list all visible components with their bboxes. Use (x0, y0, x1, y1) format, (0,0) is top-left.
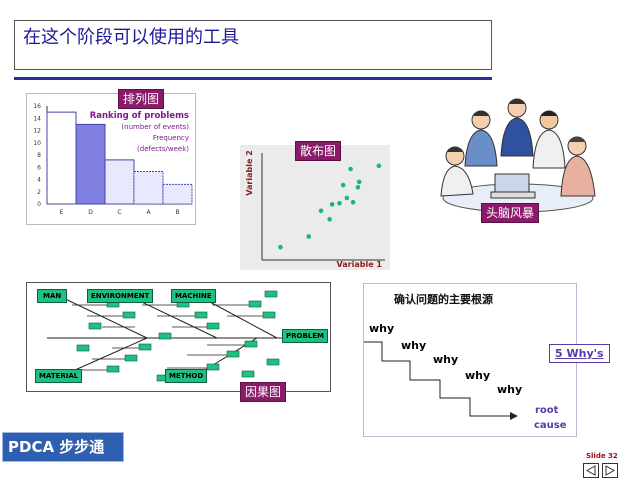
pareto-bar (162, 183, 193, 205)
why-2: why (401, 339, 427, 352)
pareto-ytick-label: 2 (37, 189, 41, 196)
scatter-label: 散布图 (295, 141, 342, 161)
pdca-badge: PDCA 步步通 (2, 432, 124, 462)
why-5: why (497, 383, 523, 396)
scatter-point (355, 184, 361, 190)
pareto-bar (104, 159, 135, 205)
pareto-bar (75, 123, 106, 205)
scatter-point (344, 195, 350, 201)
why-1: why (369, 322, 395, 335)
scatter-point (278, 244, 283, 250)
title-box: 在这个阶段可以使用的工具 (14, 20, 492, 70)
root-cause-line2: cause (534, 420, 567, 431)
pareto-subtitle: (number of events) (121, 123, 189, 131)
scatter-point (340, 182, 346, 188)
pareto-ytick-label: 4 (37, 177, 41, 184)
brainstorm-label: 头脑风暴 (481, 203, 540, 223)
pareto-label: 排列图 (118, 89, 165, 109)
pareto-bar (133, 171, 164, 205)
fishbone-man: MAN (37, 289, 68, 303)
fishbone-label: 因果图 (240, 382, 287, 402)
pareto-ytick-label: 8 (37, 152, 41, 159)
pareto-frequency-unit: (defects/week) (137, 145, 189, 153)
root-cause-line1: root (535, 405, 559, 416)
scatter-chart: Variable 1 Variable 2 (245, 150, 385, 269)
fishbone-panel: MAN ENVIRONMENT MACHINE PROBLEM MATERIAL… (26, 282, 331, 392)
scatter-point (356, 179, 362, 185)
scatter-point (327, 217, 332, 222)
slide-number: Slide 32 (586, 452, 618, 460)
why-3: why (433, 353, 459, 366)
pareto-bar (46, 111, 77, 205)
pareto-xtick-label: E (60, 209, 64, 216)
whys-steps (364, 341, 518, 420)
scatter-xlabel: Variable 1 (337, 260, 383, 269)
brainstorm-illustration (440, 98, 596, 213)
pareto-chart: 0 2 4 6 8 10 12 14 16E D C A B Ranking of problems (nu… (33, 103, 193, 216)
scatter-point (376, 163, 382, 169)
scatter-ylabel: Variable 2 (245, 150, 254, 195)
fishbone-environment: ENVIRONMENT (87, 289, 154, 303)
pareto-xtick-label: B (175, 209, 179, 216)
fishbone-method: METHOD (165, 369, 208, 383)
whys-heading: 确认问题的主要根源 (394, 293, 493, 306)
prev-slide-icon[interactable] (583, 463, 599, 478)
pareto-ytick-label: 14 (33, 115, 41, 122)
pareto-ytick-label: 10 (33, 140, 41, 147)
next-slide-icon[interactable] (602, 463, 618, 478)
pareto-ytick-label: 12 (33, 128, 41, 135)
scatter-point (348, 166, 353, 172)
pareto-xtick-label: D (88, 209, 93, 216)
slide-title: 在这个阶段可以使用的工具 (23, 27, 239, 48)
scatter-point (318, 208, 324, 214)
pareto-title: Ranking of problems (90, 111, 189, 121)
fishbone-problem: PROBLEM (282, 329, 329, 343)
why-4: why (465, 369, 491, 382)
scatter-point (329, 202, 335, 207)
scatter-point (306, 234, 312, 239)
scatter-point (337, 200, 342, 206)
fishbone-material: MATERIAL (35, 369, 83, 383)
title-rule (14, 77, 492, 80)
pareto-xtick-label: C (117, 209, 121, 216)
whys-panel: 确认问题的主要根源 why why why why why root cause (363, 283, 577, 437)
pareto-ytick-label: 16 (33, 103, 41, 110)
scatter-panel: Variable 1 Variable 2 (240, 145, 390, 270)
pareto-xtick-label: A (146, 209, 151, 216)
pareto-frequency: Frequency (153, 134, 189, 142)
scatter-point (350, 199, 356, 205)
whys-label: 5 Why's (549, 344, 610, 363)
pareto-ytick-label: 6 (37, 164, 41, 171)
pareto-ytick-label: 0 (37, 201, 41, 208)
fishbone-machine: MACHINE (171, 289, 216, 303)
